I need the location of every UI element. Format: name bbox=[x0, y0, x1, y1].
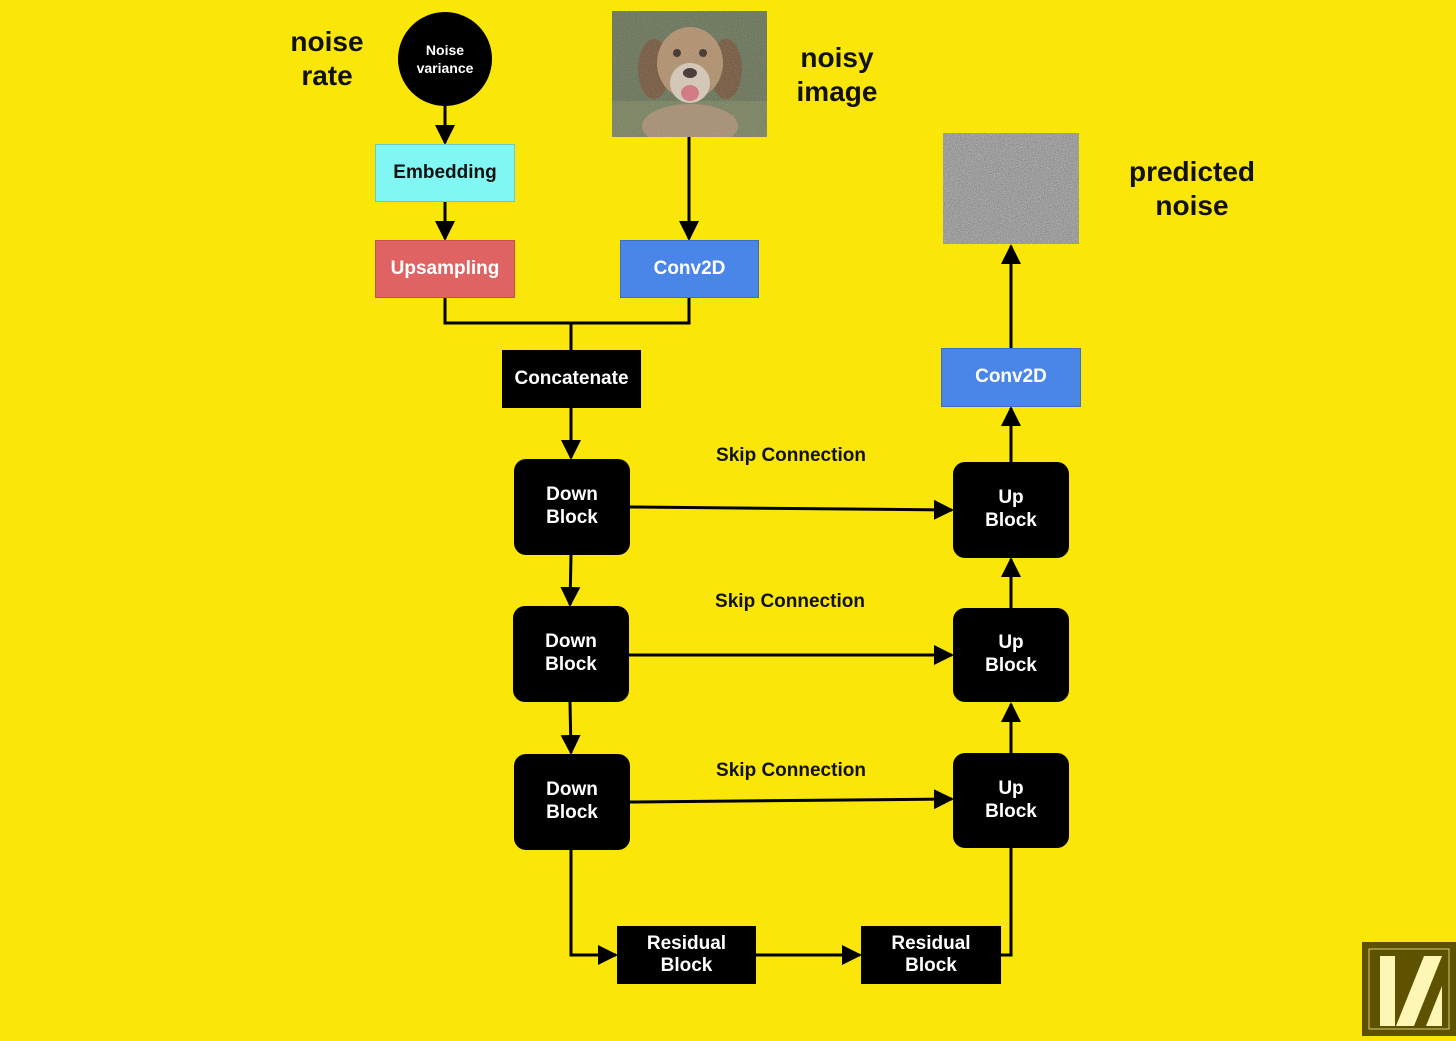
up-block-3: Up Block bbox=[953, 753, 1069, 848]
upsampling-node: Upsampling bbox=[375, 240, 515, 298]
skip-arrow-3 bbox=[629, 789, 954, 810]
noise-variance-node: Noise variance bbox=[398, 12, 492, 106]
skip-connection-label-2: Skip Connection bbox=[715, 591, 865, 612]
merge-line bbox=[443, 297, 691, 325]
down-block-2: Down Block bbox=[513, 606, 629, 702]
arrow-residual-2-to-up-3 bbox=[1001, 848, 1013, 957]
residual-block-1: Residual Block bbox=[617, 926, 756, 984]
arrow-down-3-to-residual-1 bbox=[569, 850, 618, 965]
noise-rate-label: noise rate bbox=[290, 26, 364, 92]
noisy-dog-photo-icon bbox=[612, 11, 767, 137]
skip-arrow-1 bbox=[629, 499, 954, 520]
down-block-3: Down Block bbox=[514, 754, 630, 850]
skip-connection-label-3: Skip Connection bbox=[716, 760, 866, 781]
down-block-1: Down Block bbox=[514, 459, 630, 555]
up-block-2: Up Block bbox=[953, 608, 1069, 702]
slash-logo-icon bbox=[1362, 942, 1456, 1036]
conv2d-output-node: Conv2D bbox=[941, 348, 1081, 407]
skip-connection-label-1: Skip Connection bbox=[716, 445, 866, 466]
concatenate-node: Concatenate bbox=[502, 350, 641, 408]
noisy-image-label: noisy image bbox=[796, 42, 878, 108]
conv2d-input-node: Conv2D bbox=[620, 240, 759, 298]
residual-block-2: Residual Block bbox=[861, 926, 1001, 984]
up-block-1: Up Block bbox=[953, 462, 1069, 558]
arrow-down-1-to-down-2 bbox=[560, 554, 581, 607]
arrow-down-2-to-down-3 bbox=[560, 701, 581, 755]
predicted-noise-label: predicted noise bbox=[1128, 156, 1256, 222]
gray-noise-image-icon bbox=[943, 133, 1079, 244]
embedding-node: Embedding bbox=[375, 144, 515, 202]
